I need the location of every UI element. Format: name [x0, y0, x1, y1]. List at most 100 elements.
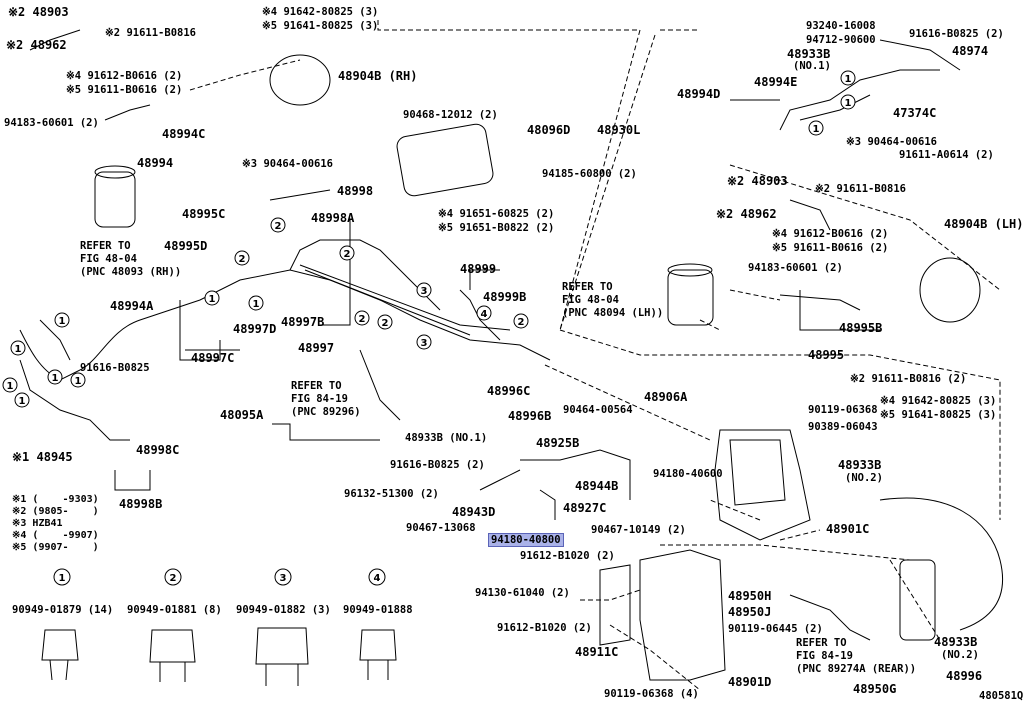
part-label[interactable]: 47374C: [893, 106, 937, 120]
part-label[interactable]: ※2 91611-B0816 (2): [850, 373, 967, 385]
part-label[interactable]: (PNC 48093 (RH)): [80, 266, 182, 278]
part-label-highlighted[interactable]: 94180-40800: [488, 533, 564, 547]
part-label[interactable]: 48911C: [575, 645, 619, 659]
part-label[interactable]: 48950H: [728, 589, 772, 603]
part-label[interactable]: 48997D: [233, 322, 277, 336]
part-label[interactable]: 48994: [137, 156, 174, 170]
part-label[interactable]: 48943D: [452, 505, 496, 519]
part-label[interactable]: 91616-B0825 (2): [390, 459, 485, 471]
part-label[interactable]: ※4 91642-80825 (3): [880, 395, 997, 407]
part-label[interactable]: 48933B: [934, 635, 978, 649]
part-label[interactable]: 48904B (RH): [338, 69, 418, 83]
part-label[interactable]: 480581Q: [979, 690, 1024, 702]
connector-part-number[interactable]: 90949-01882 (3): [236, 604, 331, 616]
part-label[interactable]: 91612-B1020 (2): [497, 622, 592, 634]
part-label[interactable]: 48930L: [597, 123, 641, 137]
part-label[interactable]: ※2 48903: [727, 174, 788, 188]
part-label[interactable]: ※5 91651-B0822 (2): [438, 222, 555, 234]
part-label[interactable]: 48933B: [838, 458, 882, 472]
part-label[interactable]: 48998: [337, 184, 374, 198]
part-label[interactable]: ※5 91611-B0616 (2): [66, 84, 183, 96]
part-label[interactable]: 48096D: [527, 123, 571, 137]
part-label[interactable]: 48997C: [191, 351, 235, 365]
part-label[interactable]: ※4 91612-B0616 (2): [772, 228, 889, 240]
part-label[interactable]: (PNC 89296): [291, 406, 361, 418]
part-label[interactable]: REFER TO: [80, 240, 131, 252]
part-label[interactable]: ※2 91611-B0816: [105, 27, 196, 39]
part-label[interactable]: ※3 90464-00616: [242, 158, 333, 170]
part-label[interactable]: 48904B (LH): [944, 217, 1024, 231]
part-label[interactable]: ※2 48962: [6, 38, 67, 52]
part-label[interactable]: ※4 91651-60825 (2): [438, 208, 555, 220]
part-label[interactable]: 48997: [298, 341, 335, 355]
part-label[interactable]: 48996B: [508, 409, 552, 423]
part-label[interactable]: 48999: [460, 262, 497, 276]
part-label[interactable]: ※2 91611-B0816: [815, 183, 906, 195]
part-label[interactable]: 48901C: [826, 522, 870, 536]
part-label[interactable]: 94180-40600: [653, 468, 723, 480]
part-label[interactable]: 91611-A0614 (2): [899, 149, 994, 161]
part-label[interactable]: 48998C: [136, 443, 180, 457]
part-label[interactable]: 48906A: [644, 390, 688, 404]
part-label[interactable]: 96132-51300 (2): [344, 488, 439, 500]
part-label[interactable]: 90464-00564: [563, 404, 633, 416]
part-label[interactable]: 48995C: [182, 207, 226, 221]
connector-part-number[interactable]: 90949-01888: [343, 604, 413, 616]
part-label[interactable]: 94183-60601 (2): [4, 117, 99, 129]
part-label[interactable]: 93240-16008: [806, 20, 876, 32]
part-label[interactable]: (PNC 48094 (LH)): [562, 307, 664, 319]
part-label[interactable]: ※4 91612-B0616 (2): [66, 70, 183, 82]
part-label[interactable]: 48994E: [754, 75, 798, 89]
part-label[interactable]: 48095A: [220, 408, 264, 422]
part-label[interactable]: 48994C: [162, 127, 206, 141]
part-label[interactable]: 90389-06043: [808, 421, 878, 433]
part-label[interactable]: 94712-90600: [806, 34, 876, 46]
part-label[interactable]: 94183-60601 (2): [748, 262, 843, 274]
part-label[interactable]: (PNC 89274A (REAR)): [796, 663, 917, 675]
part-label[interactable]: REFER TO: [562, 281, 613, 293]
part-label[interactable]: 94130-61040 (2): [475, 587, 570, 599]
part-label[interactable]: 48997B: [281, 315, 325, 329]
part-label[interactable]: 48933B: [787, 47, 831, 61]
part-label[interactable]: 48944B: [575, 479, 619, 493]
part-label[interactable]: 91616-B0825: [80, 362, 150, 374]
part-label[interactable]: ※5 91641-80825 (3): [880, 409, 997, 421]
part-label[interactable]: (NO.2): [941, 649, 979, 661]
part-label[interactable]: (NO.2): [845, 472, 883, 484]
part-label[interactable]: 91612-B1020 (2): [520, 550, 615, 562]
part-label[interactable]: 48994A: [110, 299, 154, 313]
part-label[interactable]: REFER TO: [291, 380, 342, 392]
part-label[interactable]: 90467-10149 (2): [591, 524, 686, 536]
part-label[interactable]: REFER TO: [796, 637, 847, 649]
part-label[interactable]: ※5 91611-B0616 (2): [772, 242, 889, 254]
part-label[interactable]: 48998B: [119, 497, 163, 511]
part-label[interactable]: ※3 90464-00616: [846, 136, 937, 148]
part-label[interactable]: 48994D: [677, 87, 721, 101]
part-label[interactable]: 90119-06368: [808, 404, 878, 416]
part-label[interactable]: 48933B (NO.1): [405, 432, 488, 444]
part-label[interactable]: 48950G: [853, 682, 897, 696]
part-label[interactable]: ※1 48945: [12, 450, 73, 464]
part-label[interactable]: 48925B: [536, 436, 580, 450]
connector-part-number[interactable]: 90949-01881 (8): [127, 604, 222, 616]
part-label[interactable]: 90468-12012 (2): [403, 109, 498, 121]
part-label[interactable]: 48995: [808, 348, 845, 362]
part-label[interactable]: 48998A: [311, 211, 355, 225]
part-label[interactable]: ※2 48962: [716, 207, 777, 221]
part-label[interactable]: FIG 84-19: [291, 393, 348, 405]
part-label[interactable]: 91616-B0825 (2): [909, 28, 1004, 40]
part-label[interactable]: 48974: [952, 44, 989, 58]
part-label[interactable]: 48927C: [563, 501, 607, 515]
part-label[interactable]: 48995D: [164, 239, 208, 253]
part-label[interactable]: 90119-06368 (4): [604, 688, 699, 700]
part-label[interactable]: 48901D: [728, 675, 772, 689]
part-label[interactable]: FIG 84-19: [796, 650, 853, 662]
part-label[interactable]: 48995B: [839, 321, 883, 335]
part-label[interactable]: (NO.1): [793, 60, 831, 72]
part-label[interactable]: ※4 91642-80825 (3): [262, 6, 379, 18]
part-label[interactable]: FIG 48-04: [80, 253, 137, 265]
connector-part-number[interactable]: 90949-01879 (14): [12, 604, 114, 616]
part-label[interactable]: 48996C: [487, 384, 531, 398]
part-label[interactable]: 48996: [946, 669, 983, 683]
part-label[interactable]: 90119-06445 (2): [728, 623, 823, 635]
